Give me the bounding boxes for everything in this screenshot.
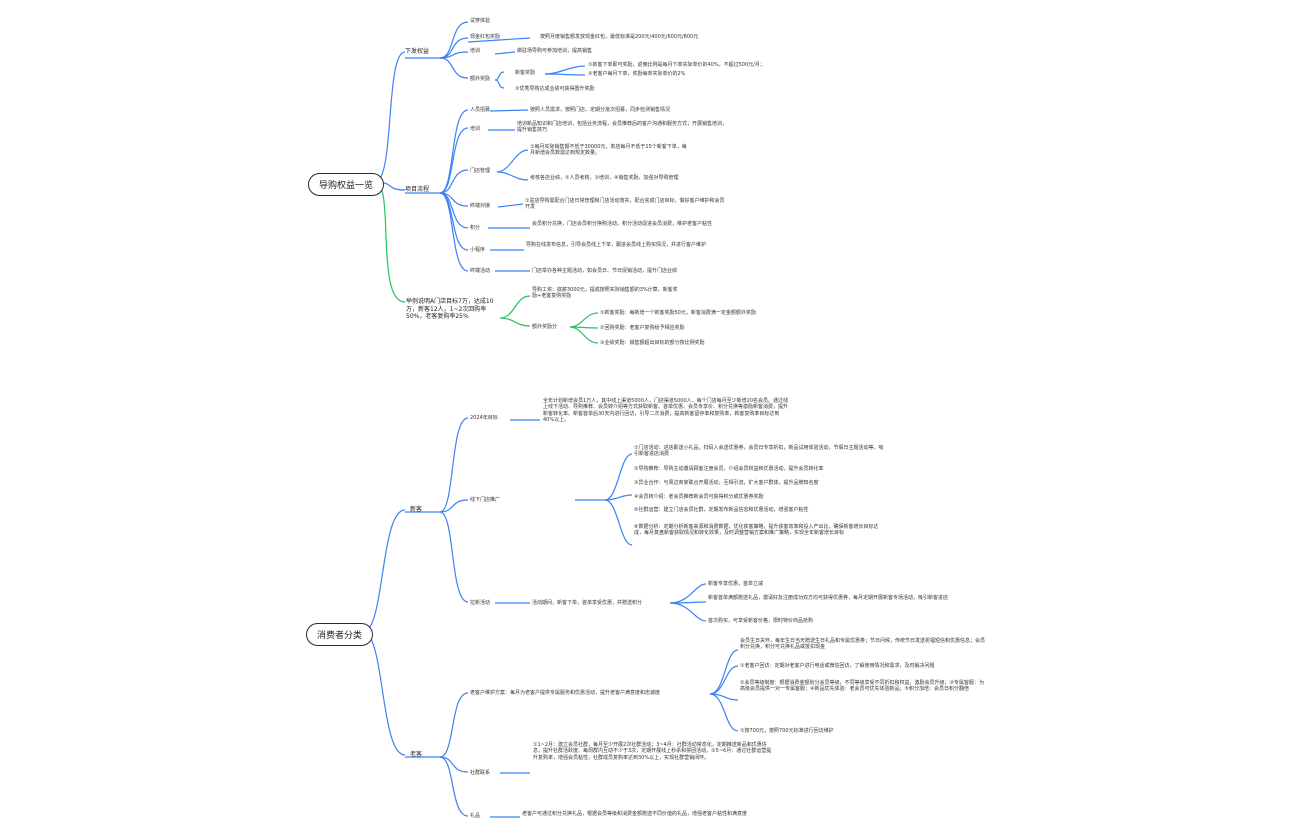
node-old-customers[interactable]: 老客 (410, 751, 423, 758)
node-community-detail: ①1~2月：建立会员社群，每月至少开展2次社群活动；3~4月：社群活动常态化，定… (533, 742, 772, 761)
node-example-extra-3: ③业绩奖励：销售额超出目标的部分按比例奖励 (600, 340, 705, 346)
node-offline-promotion[interactable]: 线下门店推广 (470, 497, 501, 503)
node-community[interactable]: 社群联系 (470, 770, 491, 776)
node-points-detail: 会员积分兑换，门店会员积分换购活动，积分活动促进会员消费，维护老客户粘性 (532, 221, 713, 227)
node-training[interactable]: 培训 (470, 48, 481, 54)
node-extra-reward[interactable]: 额外奖励 (470, 76, 491, 82)
node-acquisition-1: 新客专享优惠，首单立减 (708, 581, 764, 587)
node-project-flow[interactable]: 项目流程 (405, 186, 430, 193)
node-retention-3: ②会员等级制度：根据消费金额划分会员等级，不同等级享受不同折扣和权益，激励会员升… (740, 680, 984, 693)
node-retention-plan[interactable]: 老客户维护方案：每月为老客户提供专属服务和优惠活动，提升老客户满意度和忠诚度 (470, 690, 661, 696)
node-acquisition-activity-detail: 活动期间，新客下单，首单享受优惠，并赠送积分 (532, 600, 643, 606)
node-retention-1: 会员生日关怀，每年生日当天赠送生日礼品和专属优惠券；节日问候，传统节日发送祝福短… (740, 638, 986, 651)
node-2024-target[interactable]: 2024年目标 (470, 415, 498, 421)
node-example-extra-2: ②回购奖励：老客户复购给予相应奖励 (600, 325, 685, 331)
node-retention-4: ①按700元，按照700元标准进行回访维护 (740, 728, 834, 734)
node-new-customer-reward-detail-1: ①新客下单即可奖励，返佣比例是每月下单实际单价的40%，不超过500元/月； (588, 62, 765, 68)
node-flow-training-detail: 培训新品知识和门店培训，包括业务流程，会员推荐后的客户沟通和服务方式；开展销售培… (517, 121, 728, 134)
node-retention-2: ①老客户回访：定期对老客户进行电话或微信回访，了解使用情况和需求，及时解决问题 (740, 663, 935, 669)
node-new-customer-reward-detail-2: ②老客户每月下单，奖励每单实际单价的2% (588, 71, 686, 77)
node-mini-program-detail: 导购在线发布信息，引导会员线上下单，跟进会员线上购买情况，并进行客户维护 (526, 242, 707, 248)
node-terminal-docking[interactable]: 终端对接 (470, 203, 491, 209)
node-acquisition-activity[interactable]: 拉新活动 (470, 600, 491, 606)
node-store-management-detail-2: 考核各店业绩，②人员考核，③培训，④销售奖励，加强对导购管理 (530, 175, 679, 181)
node-terminal-activity-detail: 门店举办各种主题活动，如会员日、节日促销活动，提升门店业绩 (532, 268, 678, 274)
node-acquisition-3: 首次购买，可享受新客价格，限时特价商品抢购 (708, 618, 814, 624)
node-offline-promotion-1: ①门店活动：进店即送小礼品，扫码入会送优惠券，会员日专享折扣，新品试用体验活动，… (634, 445, 884, 458)
node-acquisition-2: 新客首单满额赠送礼品，邀请好友注册成功双方均可获得优惠券，每月定期开展新客专场活… (708, 595, 949, 601)
node-recruitment[interactable]: 人员招募 (470, 107, 491, 113)
node-training-detail: 做驻场导购可参加培训，提高销售 (517, 48, 593, 54)
node-recruitment-detail: 按照人员需求，按照门店，定期分批次招募，同步检测销售情况 (530, 107, 671, 113)
root-node-consumer-categories[interactable]: 消费者分类 (306, 623, 374, 646)
node-gifts[interactable]: 礼品 (470, 813, 481, 819)
node-terminal-docking-detail: ①驻店导购需配合门店日常管理和门店活动落实，配合完成门店目标，做好客户维护和会员… (525, 198, 725, 211)
node-offline-promotion-5: ⑤社群运营：建立门店会员社群，定期发布新品信息和优惠活动，增强客户粘性 (634, 507, 809, 513)
node-offline-promotion-3: ③异业合作：与周边商家联合开展活动，互相引流，扩大客户群体，提升品牌知名度 (634, 480, 819, 486)
node-offline-promotion-4: ④会员转介绍：老会员推荐新会员可获得积分或优惠券奖励 (634, 494, 764, 500)
node-trial[interactable]: 试穿体验 (470, 18, 491, 24)
node-terminal-activity[interactable]: 终端活动 (470, 268, 491, 274)
node-gifts-detail: 老客户可通过积分兑换礼品，根据会员等级和消费金额赠送不同价值的礼品，增强老客户粘… (522, 811, 748, 817)
node-store-management-detail-1: ①每月实际销售额不低于30000元，单店每月不低于15个新客下单，每月新增会员数… (530, 144, 687, 157)
node-benefit-issuance[interactable]: 下发权益 (405, 48, 430, 55)
root-node-benefits[interactable]: 导购权益一览 (308, 173, 385, 196)
node-cash-reward-detail: 按照月度销售额发放现金红包，最低标准是200元/400元/600元/800元 (540, 34, 699, 40)
node-promotion-reward: ③优秀导购达成业绩可获得晋升奖励 (515, 86, 595, 92)
node-example[interactable]: 举例说明A门店目标7万，达成10万，新客12人，1~2次回购率50%，老客复购率… (406, 298, 494, 320)
node-flow-training[interactable]: 培训 (470, 126, 481, 132)
node-offline-promotion-2: ②导购推荐：导购主动邀请顾客注册会员，介绍会员权益和优惠活动，提升会员转化率 (634, 466, 824, 472)
node-example-extra-reward[interactable]: 额外奖励分 (532, 324, 558, 330)
node-example-extra-1: ①新客奖励：每新增一个新客奖励50元，新客消费满一定金额额外奖励 (600, 310, 756, 316)
node-cash-reward[interactable]: 现金红包奖励 (470, 34, 501, 40)
node-offline-promotion-6: ⑥数据分析：定期分析新客来源和消费数据，优化获客策略，提升获客效率和投入产出比，… (634, 524, 879, 537)
node-2024-target-detail: 全年计划新增会员1万人，其中线上渠道5000人，门店渠道5000人，每个门店每月… (543, 398, 789, 424)
node-example-salary: 导购工资：底薪3000元，提成按照实际销售额的3%计算，新客奖励+老客复购奖励 (532, 287, 678, 300)
node-store-management[interactable]: 门店管理 (470, 168, 491, 174)
node-mini-program[interactable]: 小程序 (470, 247, 486, 253)
node-points[interactable]: 积分 (470, 225, 481, 231)
node-new-customer-reward[interactable]: 新客奖励 (515, 70, 536, 76)
node-new-customers[interactable]: 新客 (410, 506, 423, 513)
